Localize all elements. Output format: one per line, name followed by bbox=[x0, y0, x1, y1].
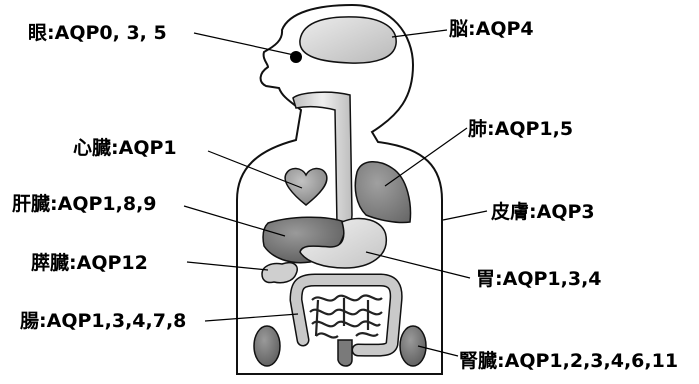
rectum-shape bbox=[338, 340, 352, 366]
label-eye: 眼:AQP0, 3, 5 bbox=[28, 24, 167, 43]
kidney-right bbox=[400, 326, 426, 366]
label-heart: 心臓:AQP1 bbox=[73, 139, 177, 158]
label-pancreas: 膵臓:AQP12 bbox=[31, 254, 148, 273]
label-kidney: 腎臓:AQP1,2,3,4,6,11 bbox=[459, 352, 678, 371]
leader-skin bbox=[443, 211, 487, 220]
brain-shape bbox=[300, 17, 396, 63]
label-stomach: 胃:AQP1,3,4 bbox=[476, 270, 602, 289]
label-skin: 皮膚:AQP3 bbox=[491, 203, 595, 222]
label-intestine: 腸:AQP1,3,4,7,8 bbox=[20, 312, 186, 331]
label-lung: 肺:AQP1,5 bbox=[468, 120, 573, 139]
kidney-left bbox=[254, 326, 280, 366]
pancreas-shape bbox=[262, 263, 297, 283]
label-liver: 肝臓:AQP1,8,9 bbox=[12, 195, 157, 214]
label-brain: 脳:AQP4 bbox=[449, 20, 534, 39]
eye-dot bbox=[290, 51, 302, 63]
